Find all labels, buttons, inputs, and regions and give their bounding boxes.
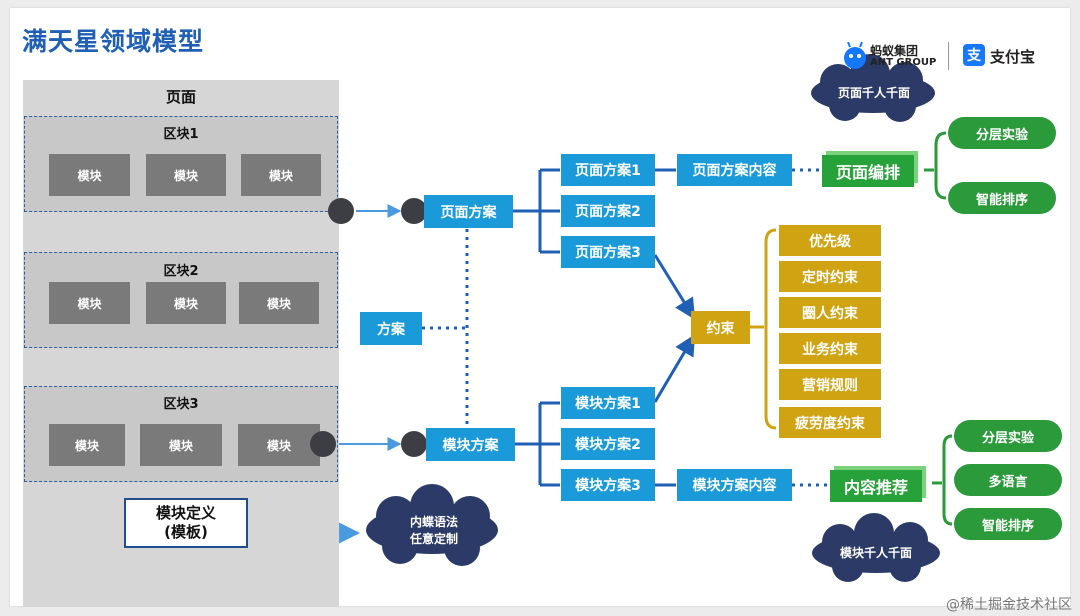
constraint-priority: 优先级 xyxy=(779,225,881,256)
recommendation-feature-3: 智能排序 xyxy=(954,508,1062,540)
module-definition-box: 模块定义 (模板) xyxy=(124,498,248,548)
page-scheme-3: 页面方案3 xyxy=(561,236,655,268)
content-recommendation-box: 内容推荐 xyxy=(830,470,922,502)
page-scheme-box: 页面方案 xyxy=(424,195,513,228)
watermark: @稀土掘金技术社区 xyxy=(946,597,1072,613)
arrow-page-scheme3-constraint xyxy=(653,254,696,320)
page-scheme-2: 页面方案2 xyxy=(561,195,655,227)
block-1-module-1: 模块 xyxy=(49,154,130,196)
block-2-module-3: 模块 xyxy=(239,282,319,324)
module-personalization-cloud: 模块千人千面 xyxy=(839,545,912,560)
module-scheme-2: 模块方案2 xyxy=(561,428,655,460)
module-scheme-box: 模块方案 xyxy=(426,428,515,461)
module-definition-line2: (模板) xyxy=(164,523,208,541)
block-2-module-1: 模块 xyxy=(49,282,130,324)
recommendation-feature-1: 分层实验 xyxy=(954,420,1062,452)
page-layout-feature-2: 智能排序 xyxy=(948,182,1056,214)
constraint-fatigue: 疲劳度约束 xyxy=(779,407,881,438)
block3-connector-dot xyxy=(310,431,336,457)
constraint-business: 业务约束 xyxy=(779,333,881,364)
alipay-logo-text: 支付宝 xyxy=(990,48,1036,66)
page-layout-feature-1: 分层实验 xyxy=(948,117,1056,149)
recommendation-bracket xyxy=(932,434,953,526)
module-scheme-3: 模块方案3 xyxy=(561,469,655,501)
constraint-bracket xyxy=(750,228,777,430)
page-scheme-tree xyxy=(513,168,560,254)
page-layout-bracket xyxy=(924,131,947,200)
constraint-marketing: 营销规则 xyxy=(779,369,881,400)
alipay-logo-icon: 支 xyxy=(963,44,985,66)
logo-divider xyxy=(948,42,949,70)
constraint-box: 约束 xyxy=(691,311,750,344)
recommendation-feature-2: 多语言 xyxy=(954,464,1062,496)
constraint-audience: 圈人约束 xyxy=(779,297,881,328)
ant-logo-en: ANT GROUP xyxy=(870,57,937,68)
dsl-cloud: 内蝶语法 任意定制 xyxy=(372,512,496,550)
block-3-module-1: 模块 xyxy=(49,424,125,466)
page-scheme-content: 页面方案内容 xyxy=(677,154,792,186)
page-title: 满天星领域模型 xyxy=(22,27,205,56)
page-scheme-1: 页面方案1 xyxy=(561,154,655,186)
block-2-title: 区块2 xyxy=(163,264,199,279)
block-3-module-2: 模块 xyxy=(140,424,222,466)
block-3-title: 区块3 xyxy=(163,397,199,412)
page-layout-box: 页面编排 xyxy=(822,155,914,187)
ant-logo-cn: 蚂蚁集团 xyxy=(870,44,919,58)
module-scheme-1: 模块方案1 xyxy=(561,387,655,419)
module-scheme-dot xyxy=(401,431,427,457)
module-scheme-tree xyxy=(515,401,560,487)
scheme-box: 方案 xyxy=(360,312,422,345)
constraint-timing: 定时约束 xyxy=(779,261,881,292)
dsl-cloud-line2: 任意定制 xyxy=(409,532,458,546)
arrow-module-scheme1-constraint xyxy=(653,334,696,403)
dsl-cloud-line1: 内蝶语法 xyxy=(409,515,458,529)
ant-logo-icon xyxy=(844,42,866,69)
page-panel-title: 页面 xyxy=(165,88,196,106)
cloud-shape-module xyxy=(812,513,940,582)
module-scheme-content: 模块方案内容 xyxy=(677,469,792,501)
page-scheme-dot xyxy=(401,198,427,224)
page-connector-dot xyxy=(328,198,354,224)
block-1-module-2: 模块 xyxy=(146,154,226,196)
block-3-module-3: 模块 xyxy=(238,424,320,466)
block-2-module-2: 模块 xyxy=(146,282,226,324)
module-definition-line1: 模块定义 xyxy=(155,504,216,522)
block-1-module-3: 模块 xyxy=(241,154,321,196)
block-1-title: 区块1 xyxy=(163,127,199,142)
page-personalization-cloud: 页面千人千面 xyxy=(837,85,910,100)
cloud-shape-dsl xyxy=(366,484,498,566)
